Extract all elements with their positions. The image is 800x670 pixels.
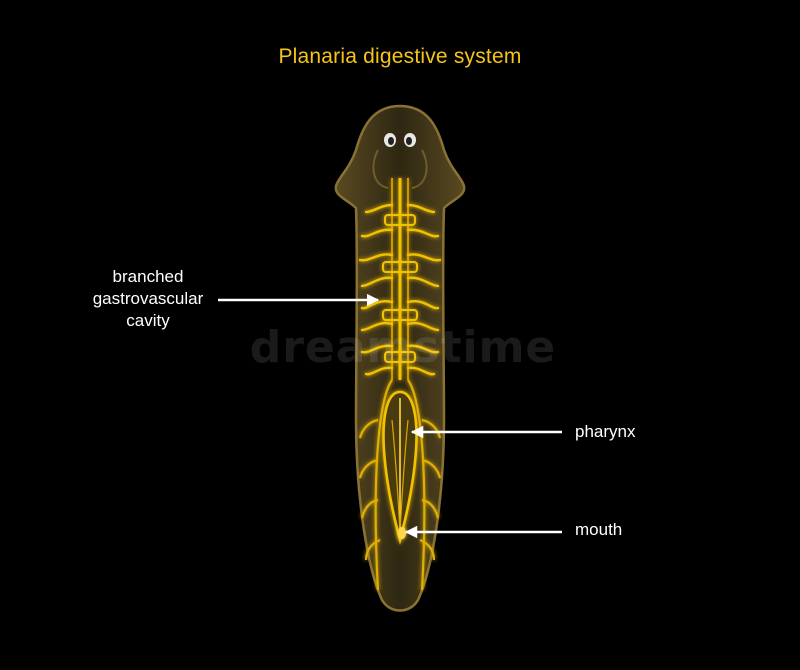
diagram-title: Planaria digestive system — [278, 45, 522, 68]
label-pharynx: pharynx — [575, 422, 636, 441]
watermark: dreamstime — [249, 322, 557, 373]
label-mouth: mouth — [575, 520, 623, 539]
mouth-opening — [398, 527, 406, 539]
label-branched-line1: branched — [112, 267, 184, 286]
eyespots — [384, 133, 416, 147]
label-branched-gastrovascular-cavity: branched gastrovascular cavity — [78, 266, 218, 332]
label-branched-line2: gastrovascular — [92, 289, 204, 308]
label-branched-line3: cavity — [126, 311, 170, 330]
posterior-gut-branches — [358, 379, 442, 591]
head-lobes — [372, 149, 428, 189]
